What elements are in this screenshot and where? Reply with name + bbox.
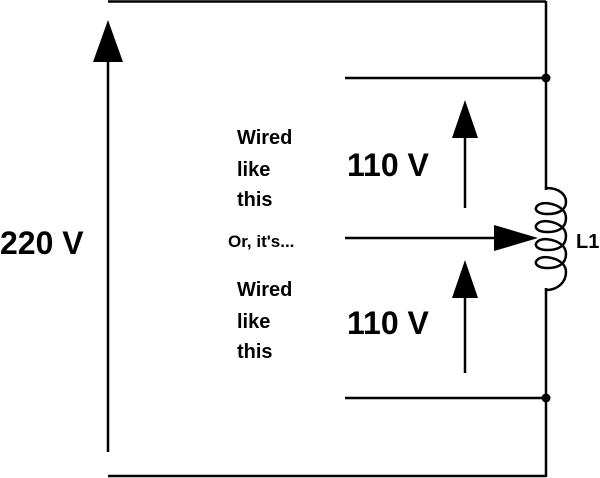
lower-note-line-1: Wired (237, 279, 292, 301)
coil-label: L1 (576, 231, 599, 253)
upper-voltage-label: 110 V (347, 147, 430, 183)
coil-l1 (534, 186, 568, 292)
upper-note-line-1: Wired (237, 127, 292, 149)
upper-junction-dot (541, 73, 551, 83)
center-tap-label: Or, it's... (228, 232, 294, 251)
upper-note-line-3: this (237, 189, 273, 211)
lower-note-line-2: like (237, 311, 270, 333)
lower-note-line-3: this (237, 341, 273, 363)
lower-arrow-head (452, 260, 478, 298)
lower-junction-dot (541, 393, 551, 403)
lower-voltage-label: 110 V (347, 305, 430, 341)
center-tap-arrow-head (494, 225, 538, 251)
supply-arrow-head (93, 20, 123, 62)
upper-arrow-head (452, 100, 478, 138)
upper-note-line-2: like (237, 159, 270, 181)
supply-voltage-label: 220 V (0, 225, 84, 261)
